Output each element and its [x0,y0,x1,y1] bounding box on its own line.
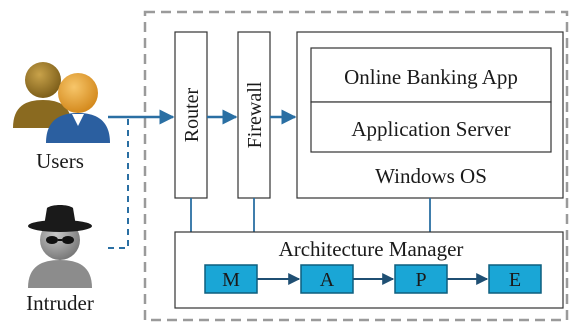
intruder-spy-icon [28,205,92,288]
users-label: Users [36,149,84,173]
mape-loop: M A P E [204,264,542,294]
online-banking-app-label: Online Banking App [344,65,518,89]
application-server-box [310,101,552,153]
mape-label-a: A [320,269,335,291]
mape-box-p [394,264,448,294]
intruder-attack-path [108,117,129,249]
online-banking-app-box [310,47,552,103]
mape-label-p: P [415,269,426,291]
mape-box-a [300,264,354,294]
users-icon [13,62,110,143]
application-server-label: Application Server [351,117,510,141]
windows-os-label: Windows OS [375,164,487,188]
mape-label-e: E [509,269,521,291]
firewall-box [237,31,271,199]
mape-label-m: M [222,269,240,291]
mape-box-e [488,264,542,294]
firewall-label: Firewall [244,81,266,148]
intruder-label: Intruder [26,291,94,315]
architecture-manager-label: Architecture Manager [279,237,464,261]
router-box [174,31,208,199]
system-boundary [143,10,569,322]
router-label: Router [181,87,203,142]
